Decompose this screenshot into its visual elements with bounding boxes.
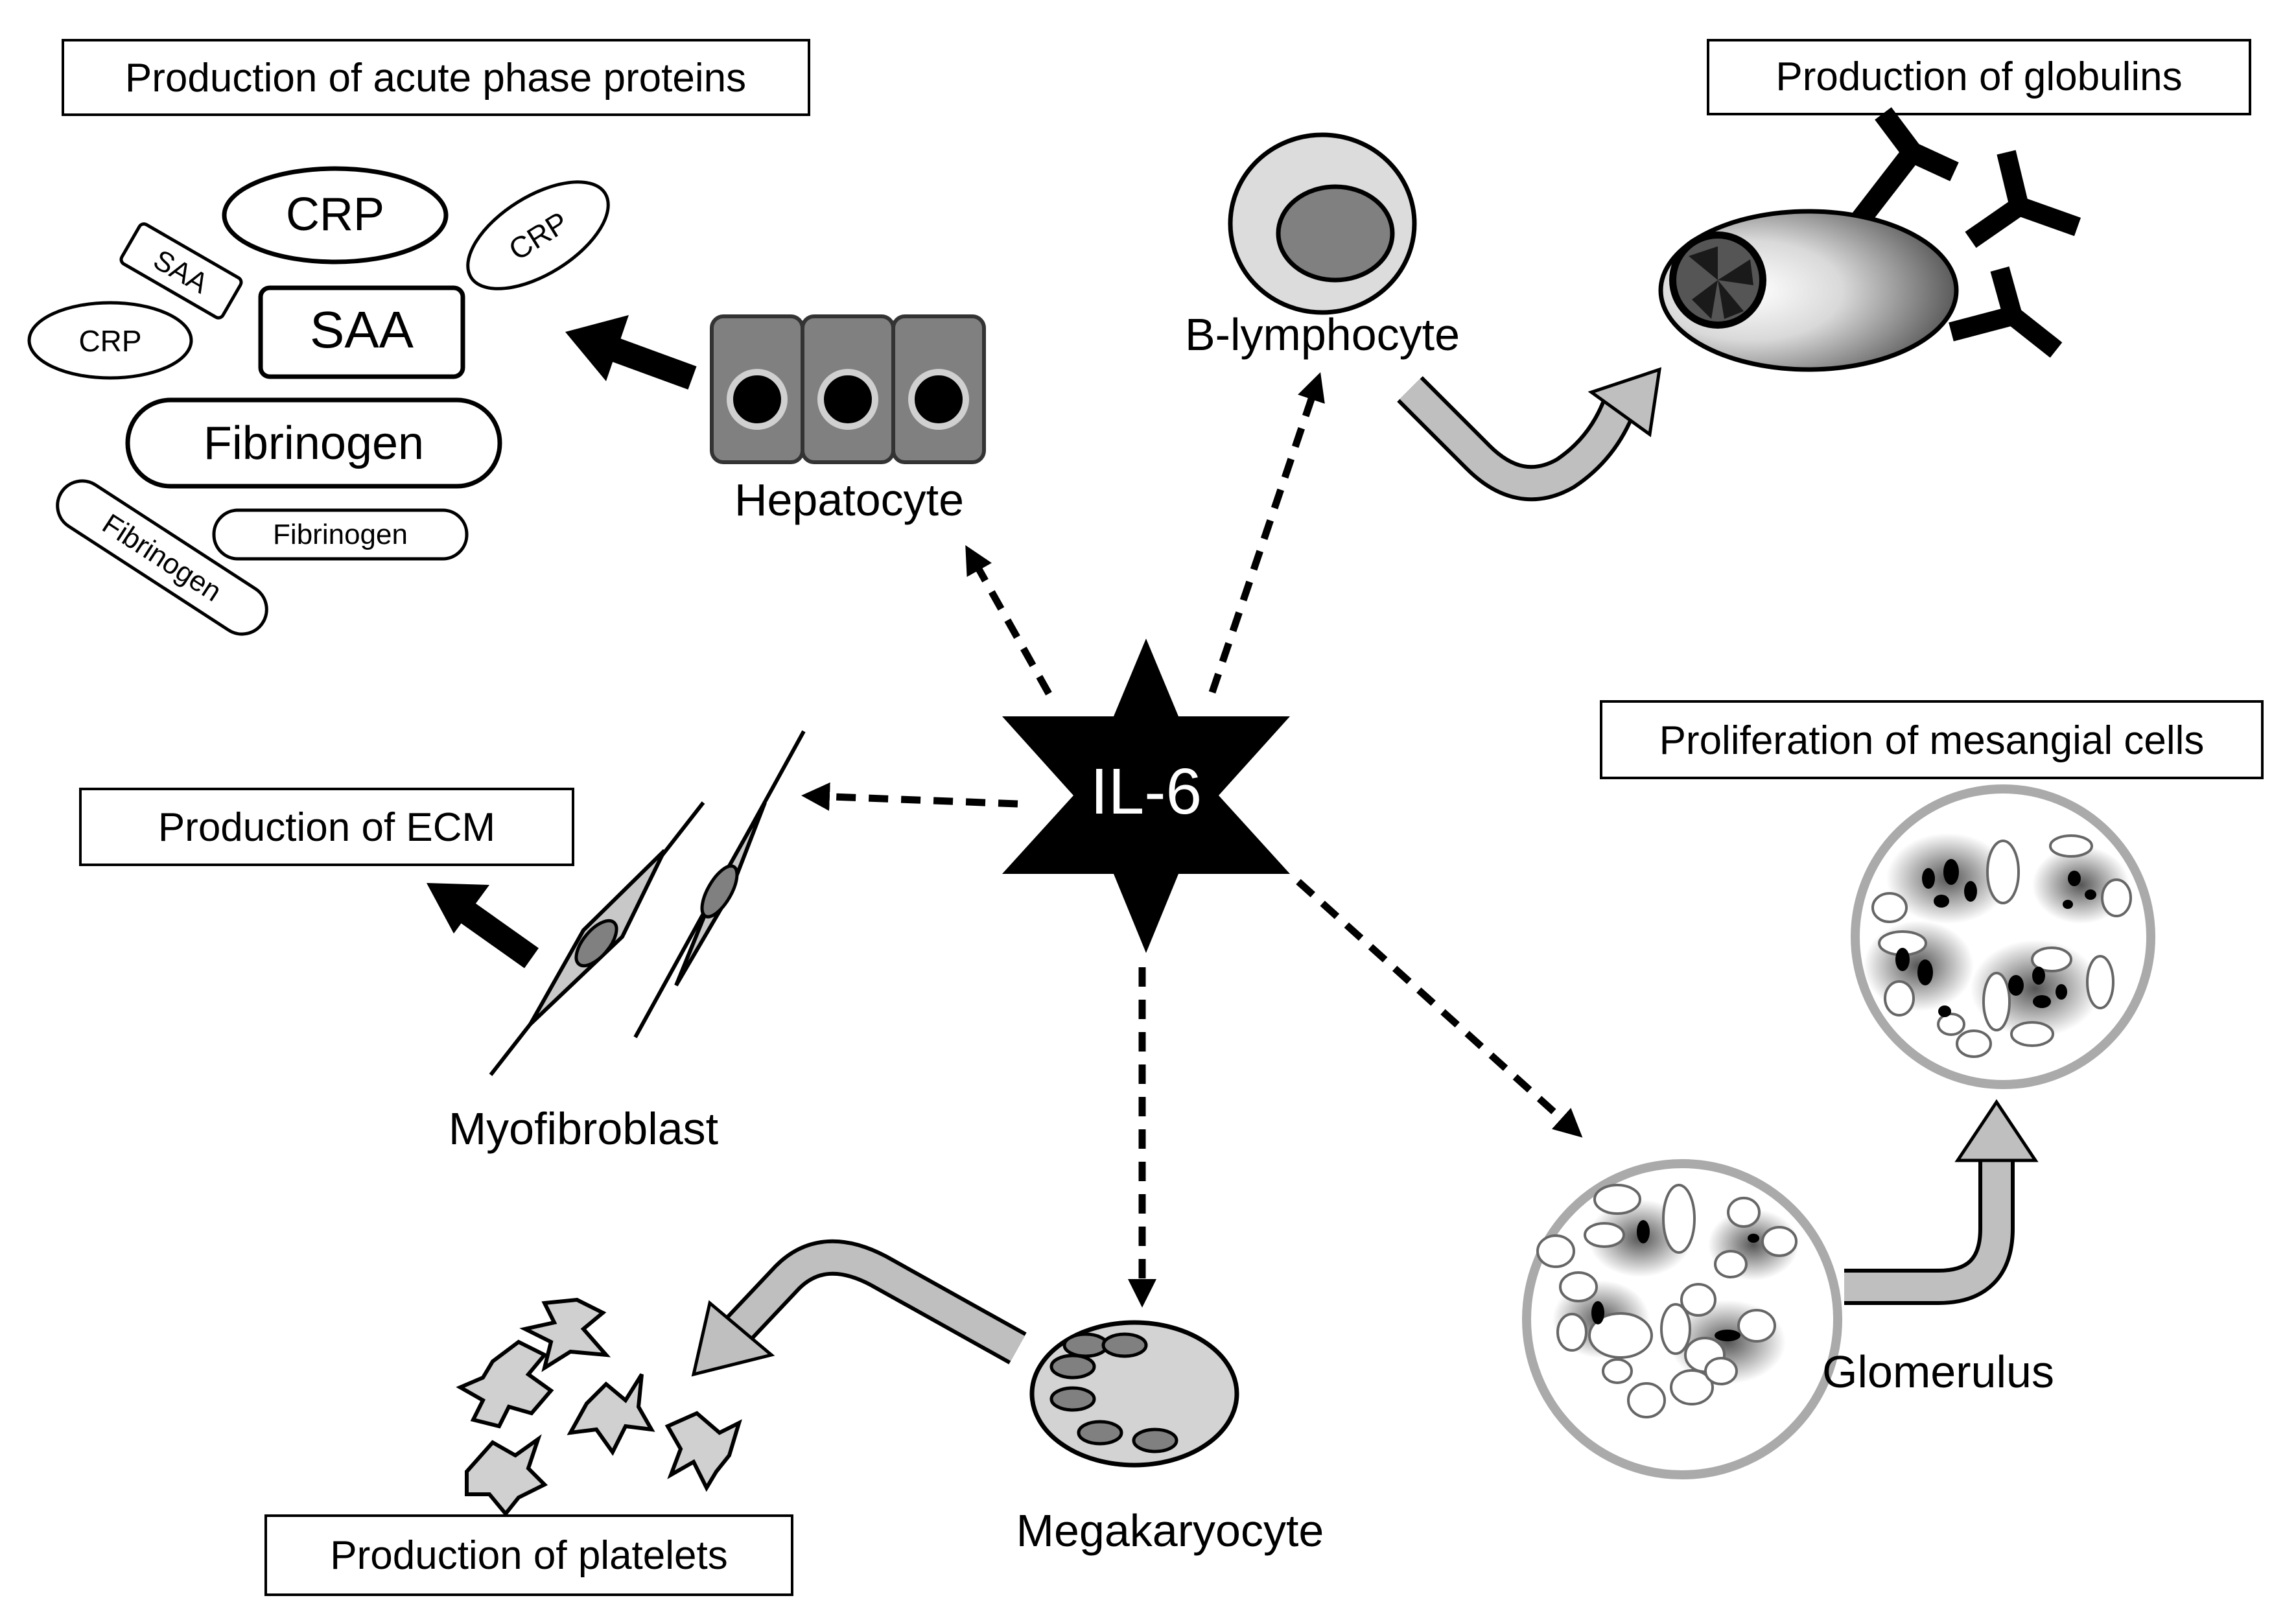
saa-large: SAA: [258, 285, 465, 379]
crp-large: CRP: [222, 166, 449, 264]
acute-phase-label: Production of acute phase proteins: [125, 56, 746, 100]
globulins-box: Production of globulins: [1707, 39, 2251, 115]
megakaryocyte-label: Megakaryocyte: [1016, 1505, 1324, 1556]
svg-text:Fibrinogen: Fibrinogen: [204, 417, 424, 469]
platelets-box: Production of platelets: [264, 1514, 793, 1596]
myofibroblast-output-arrow: [427, 883, 539, 969]
b-lymphocyte-label: B-lymphocyte: [1185, 309, 1460, 360]
il6-to-myofibroblast-arrow: [801, 782, 1018, 811]
fibrinogen-large: Fibrinogen: [125, 397, 502, 489]
fibrinogen-small-flat: Fibrinogen: [212, 508, 469, 561]
hepatocyte-cells: [710, 314, 986, 464]
myofibroblast-label: Myofibroblast: [449, 1103, 718, 1154]
platelets-label: Production of platelets: [330, 1533, 728, 1578]
mesangial-box: Proliferation of mesangial cells: [1600, 700, 2264, 779]
crp-small-right: CRP: [466, 180, 610, 290]
myofibroblast-cells: [489, 730, 806, 1076]
crp-small-left: CRP: [27, 301, 193, 380]
megakaryocyte-to-platelets-arrow: [691, 1239, 1027, 1377]
acute-phase-box: Production of acute phase proteins: [62, 39, 810, 116]
glomerulus: [1522, 1159, 1842, 1479]
il6-star: IL-6: [1002, 639, 1290, 953]
il6-label: IL-6: [1090, 755, 1202, 828]
glomerulus-proliferation-arrow: [1844, 1099, 2039, 1305]
hepatocyte-label: Hepatocyte: [734, 475, 964, 525]
svg-text:CRP: CRP: [78, 324, 141, 358]
il6-to-b-lymphocyte-arrow: [1208, 372, 1325, 694]
globulins-label: Production of globulins: [1775, 54, 2182, 99]
mesangial-label: Proliferation of mesangial cells: [1659, 718, 2205, 763]
platelets: [456, 1297, 742, 1517]
proliferated-glomerulus: [1851, 784, 2155, 1089]
il6-to-hepatocyte-arrow: [965, 545, 1052, 696]
il6-to-glomerulus-arrow: [1296, 878, 1583, 1138]
b-cell-differentiation-arrow: [1397, 367, 1662, 502]
megakaryocyte-cell: [1029, 1320, 1239, 1468]
antibody-2: [1949, 266, 2063, 358]
protein-cluster: CRP SAA Fibrinogen CRP CRP SAA Fibrinoge…: [27, 166, 610, 636]
hepatocyte-output-arrow: [565, 315, 697, 390]
ecm-box: Production of ECM: [79, 788, 574, 866]
b-lymphocyte-cell: [1228, 132, 1417, 315]
svg-text:CRP: CRP: [286, 189, 384, 241]
antibody-1: [1965, 150, 2081, 248]
svg-text:SAA: SAA: [310, 301, 414, 358]
ecm-label: Production of ECM: [158, 805, 495, 850]
plasma-cell: [1658, 107, 1959, 372]
svg-text:Fibrinogen: Fibrinogen: [273, 519, 408, 550]
glomerulus-label: Glomerulus: [1822, 1346, 2054, 1397]
